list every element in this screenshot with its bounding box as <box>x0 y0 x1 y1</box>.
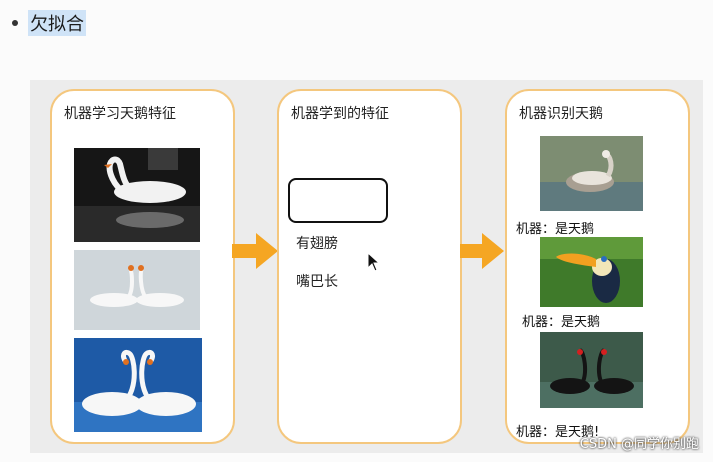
watermark: CSDN @同学你别跑 <box>579 437 699 452</box>
goose-illustration <box>540 136 643 211</box>
arrow-right-icon <box>232 233 278 269</box>
slide-area: 机器学习天鹅特征 <box>30 80 703 453</box>
feature-wings: 有翅膀 <box>296 236 338 252</box>
result-3: 机器：是天鹅! <box>516 425 600 440</box>
bullet-item: 欠拟合 <box>12 10 86 36</box>
toucan-illustration <box>540 237 643 307</box>
swan-heart-illustration <box>74 338 202 432</box>
panel-title-learned: 机器学到的特征 <box>291 106 389 122</box>
bullet-dot <box>12 20 18 26</box>
swan-pair-illustration <box>74 250 200 330</box>
black-swan-photo <box>540 332 643 408</box>
toucan-photo <box>540 237 643 307</box>
result-1: 机器：是天鹅 <box>516 222 595 237</box>
goose-photo <box>540 136 643 211</box>
mouse-cursor-icon <box>367 252 381 272</box>
swan-photo-2 <box>74 250 200 330</box>
panel-learn-features: 机器学习天鹅特征 <box>50 89 235 444</box>
feature-box <box>288 178 388 223</box>
black-swan-illustration <box>540 332 643 408</box>
panel-recognize: 机器识别天鹅 机器：是天鹅 机器：是天鹅 <box>505 89 690 444</box>
swan-photo-3 <box>74 338 202 432</box>
panel-title-recognize: 机器识别天鹅 <box>519 106 603 122</box>
swan-photo-1 <box>74 148 200 242</box>
feature-long-beak: 嘴巴长 <box>296 274 338 290</box>
result-2: 机器：是天鹅 <box>522 315 601 330</box>
arrow-right-icon-2 <box>460 233 504 269</box>
panel-title-learn: 机器学习天鹅特征 <box>64 106 176 122</box>
swan-illustration <box>74 148 200 242</box>
bullet-text: 欠拟合 <box>28 10 86 36</box>
